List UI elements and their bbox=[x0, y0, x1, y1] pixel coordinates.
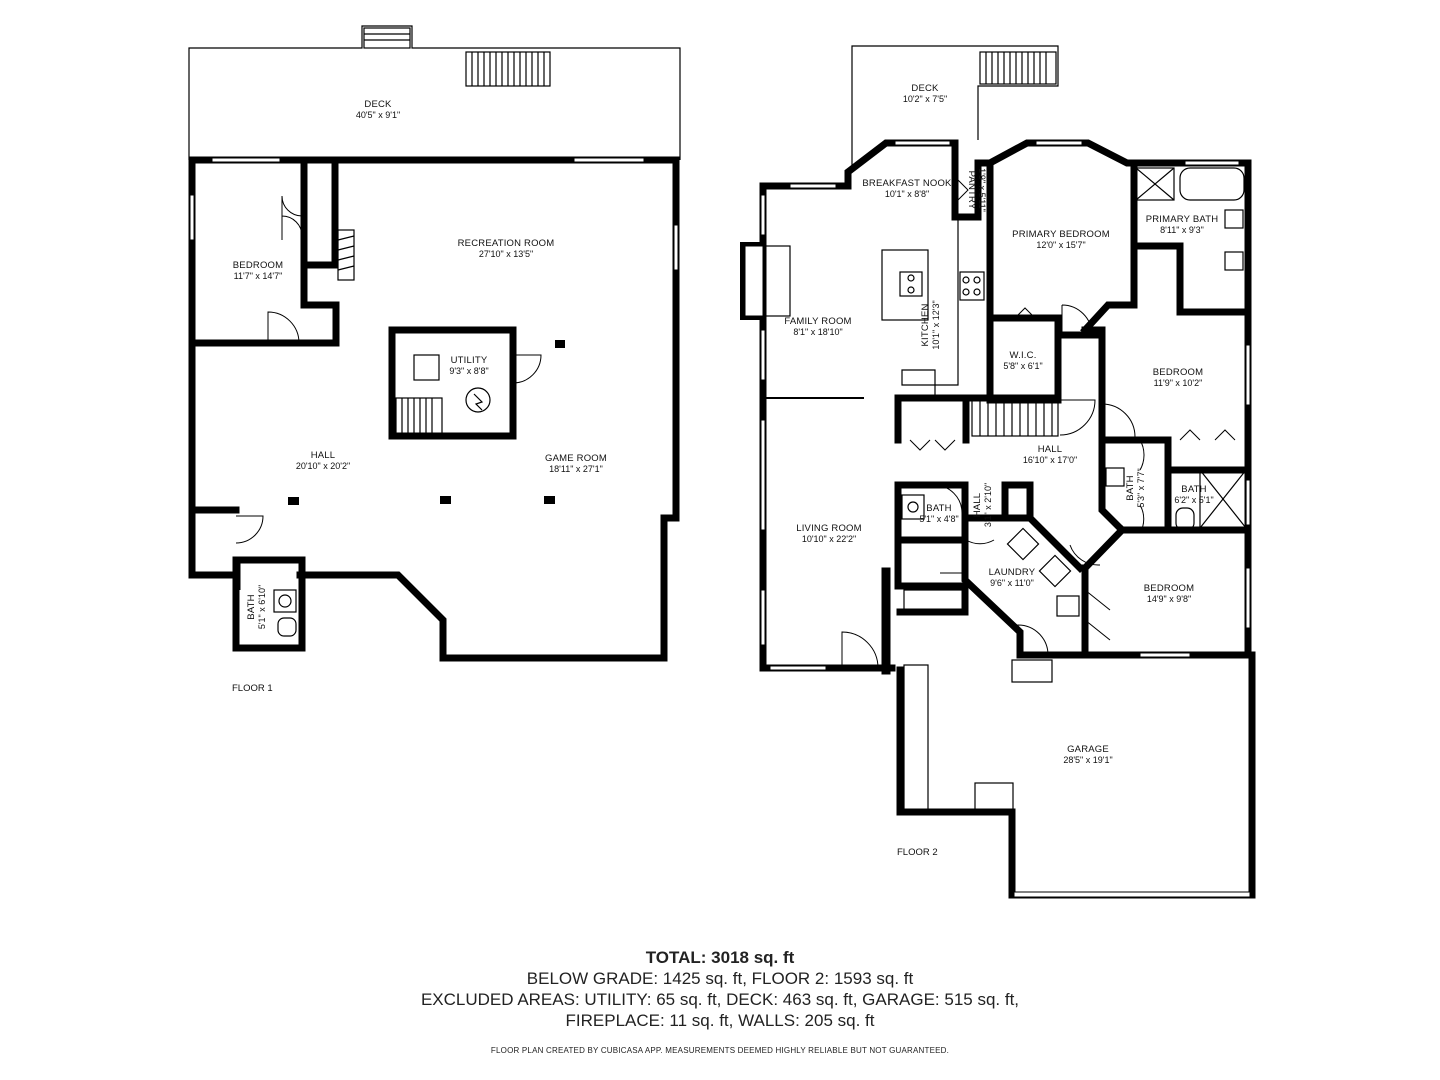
f2-family-name: FAMILY ROOM bbox=[784, 316, 851, 327]
floor-2-plan: DECK 10'2" x 7'5" BREAKFAST NOOK 10'1" x… bbox=[740, 45, 1256, 899]
f2-bath-b-dim: 5'3" x 7'7" bbox=[1136, 468, 1146, 507]
f2-bath-a-dim: 5'1" x 4'8" bbox=[919, 514, 958, 524]
f2-pantry-name: PANTRY bbox=[966, 171, 977, 210]
f1-recreation-dim: 27'10" x 13'5" bbox=[479, 249, 533, 259]
f2-family-dim: 8'1" x 18'10" bbox=[793, 327, 842, 337]
f2-nook-dim: 10'1" x 8'8" bbox=[885, 189, 929, 199]
f2-living-dim: 10'10" x 22'2" bbox=[802, 534, 856, 544]
f2-hall-dim: 16'10" x 17'0" bbox=[1023, 455, 1077, 465]
f2-wic-dim: 5'8" x 6'1" bbox=[1003, 361, 1042, 371]
f2-living-name: LIVING ROOM bbox=[796, 523, 862, 534]
f1-utility-dim: 9'3" x 8'8" bbox=[449, 366, 488, 376]
f2-deck-dim: 10'2" x 7'5" bbox=[903, 94, 947, 104]
f1-bath-dim: 5'1" x 6'10" bbox=[257, 585, 267, 629]
f1-deck-name: DECK bbox=[364, 99, 392, 110]
f1-hall-dim: 20'10" x 20'2" bbox=[296, 461, 350, 471]
f1-deck-dim: 40'5" x 9'1" bbox=[356, 110, 400, 120]
f2-hall-small-dim: 3'1" x 2'10" bbox=[983, 483, 993, 527]
f2-laundry-dim: 9'6" x 11'0" bbox=[990, 578, 1034, 588]
total-area: TOTAL: 3018 sq. ft bbox=[645, 948, 795, 967]
area-breakdown: BELOW GRADE: 1425 sq. ft, FLOOR 2: 1593 … bbox=[526, 969, 914, 988]
excluded-areas-continued: FIREPLACE: 11 sq. ft, WALLS: 205 sq. ft bbox=[565, 1011, 875, 1030]
f1-bedroom-dim: 11'7" x 14'7" bbox=[234, 271, 283, 281]
f2-bedroom-a-name: BEDROOM bbox=[1153, 367, 1204, 378]
f2-bedroom-b-name: BEDROOM bbox=[1144, 583, 1195, 594]
f2-bath-b-name: BATH bbox=[1125, 475, 1136, 500]
f2-primary-bath-dim: 8'11" x 9'3" bbox=[1160, 225, 1204, 235]
f2-primary-bedroom-dim: 12'0" x 15'7" bbox=[1036, 240, 1085, 250]
f2-nook-name: BREAKFAST NOOK bbox=[862, 178, 952, 189]
f2-bath-c-name: BATH bbox=[1181, 484, 1206, 495]
f2-bath-c-dim: 6'2" x 5'1" bbox=[1174, 495, 1213, 505]
f2-pantry-dim: 1'9" x 5'11" bbox=[977, 168, 987, 212]
f2-primary-bedroom-name: PRIMARY BEDROOM bbox=[1012, 229, 1110, 240]
f1-recreation-name: RECREATION ROOM bbox=[458, 238, 555, 249]
f2-hall-name: HALL bbox=[1038, 444, 1063, 455]
f2-primary-bath-name: PRIMARY BATH bbox=[1146, 214, 1219, 225]
f1-game-dim: 18'11" x 27'1" bbox=[549, 464, 603, 474]
f2-kitchen-name: KITCHEN bbox=[920, 303, 931, 346]
f1-utility-name: UTILITY bbox=[451, 355, 488, 366]
f1-game-name: GAME ROOM bbox=[545, 453, 607, 464]
disclaimer: FLOOR PLAN CREATED BY CUBICASA APP. MEAS… bbox=[490, 1046, 950, 1055]
f2-kitchen-dim: 10'1" x 12'3" bbox=[931, 300, 941, 349]
floor-2-label: FLOOR 2 bbox=[897, 847, 938, 858]
f2-wic-name: W.I.C. bbox=[1009, 350, 1036, 361]
f1-bedroom-name: BEDROOM bbox=[233, 260, 284, 271]
f2-garage-dim: 28'5" x 19'1" bbox=[1063, 755, 1112, 765]
f2-bedroom-b-dim: 14'9" x 9'8" bbox=[1147, 594, 1191, 604]
f1-hall-name: HALL bbox=[311, 450, 336, 461]
f2-garage-name: GARAGE bbox=[1067, 744, 1109, 755]
f2-hall-small-name: HALL bbox=[972, 493, 983, 518]
floor-1-deck bbox=[188, 25, 681, 160]
f2-bedroom-a-dim: 11'9" x 10'2" bbox=[1154, 378, 1203, 388]
f2-deck-name: DECK bbox=[911, 83, 939, 94]
f2-bath-a-name: BATH bbox=[926, 503, 951, 514]
f1-bath-name: BATH bbox=[246, 594, 257, 619]
f2-laundry-name: LAUNDRY bbox=[989, 567, 1036, 578]
floor-1-plan: DECK 40'5" x 9'1" BEDROOM 11'7" x 14'7" … bbox=[188, 25, 681, 694]
excluded-areas: EXCLUDED AREAS: UTILITY: 65 sq. ft, DECK… bbox=[420, 990, 1020, 1009]
floor-1-label: FLOOR 1 bbox=[232, 683, 273, 694]
